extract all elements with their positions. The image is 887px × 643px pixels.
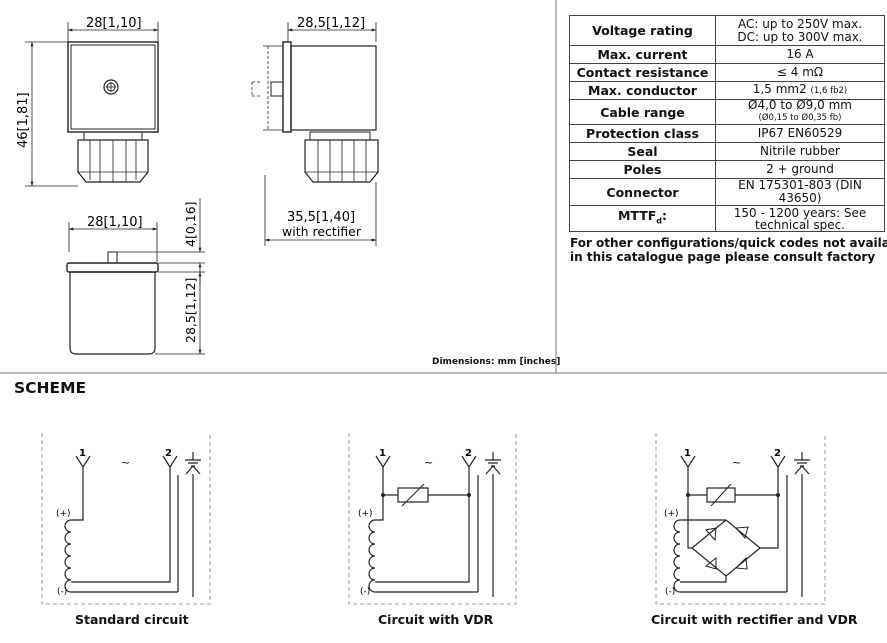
spec-value: AC: up to 250V max.DC: up to 300V max. [715, 15, 885, 46]
spec-label-sub: d [656, 216, 663, 226]
pin2-label: 2 [465, 448, 472, 459]
spec-label: Max. current [569, 45, 716, 64]
pin2-label: 2 [165, 448, 172, 459]
circuit-standard [64, 451, 202, 597]
dim-body-height: 28,5[1,12] [183, 278, 198, 343]
spec-label: Max. conductor [569, 81, 716, 100]
spec-value-line2: DC: up to 300V max. [737, 29, 863, 44]
spec-label-main: MTTF [617, 208, 657, 224]
note-line-1: For other configurations/quick codes not… [570, 236, 887, 250]
ac-label: ~ [732, 456, 741, 469]
circuit-label-rectifier-vdr: Circuit with rectifier and VDR [651, 612, 858, 627]
pin1-label: 1 [379, 448, 386, 459]
scheme-frame-rectifier [655, 433, 826, 605]
spec-value-small: (1,6 fb2) [810, 86, 848, 96]
spec-table: Voltage rating AC: up to 250V max.DC: up… [569, 15, 885, 232]
vdr-resistor-icon [397, 487, 429, 503]
top-view-drawing [25, 22, 159, 187]
pin2-label: 2 [774, 448, 781, 459]
vdr-resistor-icon [706, 487, 736, 503]
dim-rectifier-note: with rectifier [282, 224, 362, 239]
bridge-rectifier-icon [691, 519, 761, 577]
spec-value-line1: Ø4,0 to Ø9,0 mm [748, 98, 852, 112]
spec-value: 16 A [715, 45, 885, 64]
ac-label: ~ [424, 456, 433, 469]
dimensions-caption: Dimensions: mm [inches] [432, 357, 561, 367]
spec-value-line1: AC: up to 250V max. [737, 16, 863, 31]
spec-row-protection: Protection class IP67 EN60529 [569, 124, 885, 143]
scheme-title: SCHEME [14, 379, 87, 397]
spec-row-resistance: Contact resistance ≤ 4 mΩ [569, 63, 885, 82]
spec-row-current: Max. current 16 A [569, 45, 885, 64]
spec-label-suffix: : [662, 208, 668, 224]
spec-label: MTTFd: [569, 205, 716, 232]
spec-value-line2: technical spec. [755, 217, 845, 232]
spec-label: Seal [569, 142, 716, 161]
bottom-view-drawing [66, 198, 205, 355]
pin1-label: 1 [79, 448, 86, 459]
configuration-note: For other configurations/quick codes not… [570, 236, 887, 264]
spec-value-line1: 150 - 1200 years: See [733, 205, 867, 220]
minus-label: (-) [57, 587, 67, 597]
spec-value: ≤ 4 mΩ [715, 63, 885, 82]
spec-value: Ø4,0 to Ø9,0 mm(Ø0,15 to Ø0,35 fb) [715, 98, 885, 125]
note-line-2: in this catalogue page please consult fa… [570, 250, 876, 264]
spec-label: Cable range [569, 99, 716, 125]
circuit-label-vdr: Circuit with VDR [378, 612, 494, 627]
spec-row-poles: Poles 2 + ground [569, 160, 885, 179]
ac-label: ~ [121, 456, 130, 469]
side-view-drawing [251, 22, 379, 246]
spec-row-connector: Connector EN 175301-803 (DIN 43650) [569, 178, 885, 206]
spec-value: Nitrile rubber [715, 142, 885, 161]
dim-height: 46[1,81] [16, 92, 31, 148]
spec-row-seal: Seal Nitrile rubber [569, 142, 885, 161]
spec-value: 2 + ground [715, 160, 885, 179]
spec-label: Protection class [569, 124, 716, 143]
spec-label: Voltage rating [569, 15, 716, 46]
spec-row-cable: Cable range Ø4,0 to Ø9,0 mm(Ø0,15 to Ø0,… [569, 98, 885, 125]
minus-label: (-) [665, 587, 675, 597]
spec-row-voltage: Voltage rating AC: up to 250V max.DC: up… [569, 15, 885, 46]
circuit-vdr [368, 451, 502, 597]
scheme-frame-standard [41, 433, 211, 605]
plus-label: (+) [56, 509, 71, 519]
pin1-label: 1 [684, 448, 691, 459]
spec-value: 1,5 mm2 (1,6 fb2) [715, 81, 885, 100]
circuit-label-standard: Standard circuit [75, 612, 189, 627]
dim-top-width: 28[1,10] [86, 16, 142, 31]
spec-value-line2: (Ø0,15 to Ø0,35 fb) [758, 113, 842, 123]
spec-value: IP67 EN60529 [715, 124, 885, 143]
dim-side-width: 28,5[1,12] [297, 16, 365, 31]
dim-pin: 4[0,16] [183, 201, 198, 247]
plus-label: (+) [664, 509, 679, 519]
dim-rectifier: 35,5[1,40] [287, 210, 355, 225]
dim-bottom-width: 28[1,10] [87, 215, 143, 230]
plus-label: (+) [358, 509, 373, 519]
spec-label: Connector [569, 178, 716, 206]
spec-row-conductor: Max. conductor 1,5 mm2 (1,6 fb2) [569, 81, 885, 100]
scheme-frame-vdr [348, 433, 517, 605]
spec-label: Poles [569, 160, 716, 179]
spec-value: EN 175301-803 (DIN 43650) [715, 178, 885, 206]
spec-value-main: 1,5 mm2 [752, 82, 807, 96]
minus-label: (-) [360, 587, 370, 597]
spec-label: Contact resistance [569, 63, 716, 82]
circuit-rectifier-vdr [673, 451, 811, 597]
